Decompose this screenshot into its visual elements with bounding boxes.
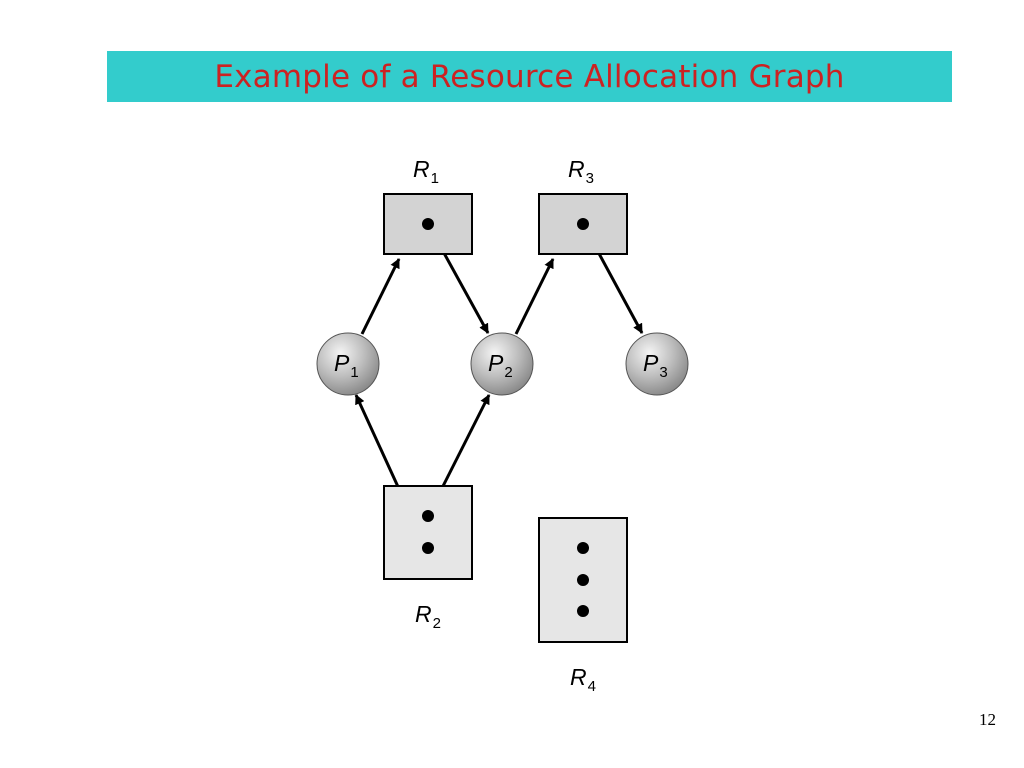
resource-instance-dot bbox=[577, 574, 589, 586]
resource-instance-dot bbox=[422, 542, 434, 554]
process-p1: P1 bbox=[316, 332, 380, 396]
label-r4: R4 bbox=[570, 664, 596, 695]
title-bar: Example of a Resource Allocation Graph bbox=[107, 51, 952, 102]
resource-r3: R3 bbox=[538, 156, 628, 255]
resource-r1: R1 bbox=[383, 156, 473, 255]
edge-p1-r1 bbox=[360, 258, 401, 335]
resource-instance-dot bbox=[422, 510, 434, 522]
label-r3: R3 bbox=[568, 156, 594, 187]
resource-instance-dot bbox=[577, 542, 589, 554]
page-number: 12 bbox=[979, 710, 996, 729]
resource-instance-dot bbox=[577, 605, 589, 617]
label-p1: P1 bbox=[334, 350, 359, 381]
process-p2: P2 bbox=[470, 332, 534, 396]
label-p3: P3 bbox=[643, 350, 668, 381]
label-p2: P2 bbox=[488, 350, 513, 381]
label-r1: R1 bbox=[413, 156, 439, 187]
resource-instance-dot bbox=[422, 218, 434, 230]
process-p3: P3 bbox=[625, 332, 689, 396]
slide-title: Example of a Resource Allocation Graph bbox=[214, 58, 845, 95]
resource-instance-dot bbox=[577, 218, 589, 230]
resource-r2: R2 bbox=[383, 485, 473, 632]
edge-p2-r3 bbox=[514, 258, 555, 335]
resource-r4: R4 bbox=[538, 517, 628, 695]
label-r2: R2 bbox=[415, 601, 441, 632]
